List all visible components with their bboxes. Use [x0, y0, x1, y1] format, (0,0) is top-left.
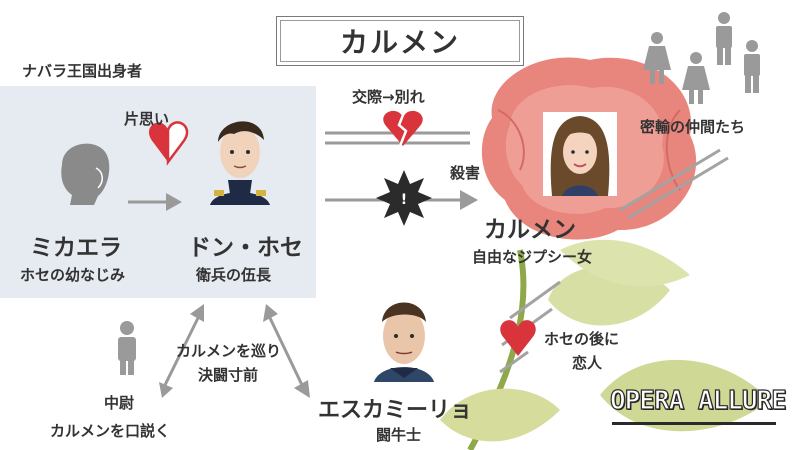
escamillo-jose-arrow: [263, 304, 310, 398]
heart-icon: [148, 121, 189, 166]
lieutenant-role: カルメンを口説く: [50, 422, 171, 440]
navarre-region-label: ナバラ王国出身者: [22, 62, 143, 80]
lieutenant-name: 中尉: [104, 394, 135, 412]
rose-leaves: [440, 239, 770, 442]
logo-underline: [612, 422, 776, 425]
heart-icon: [500, 320, 536, 356]
smugglers-icon: [643, 12, 760, 104]
later-lover-label-2: 恋人: [572, 354, 603, 372]
jose-role: 衛兵の伍長: [196, 266, 272, 284]
duel-near-label: 決闘寸前: [198, 366, 259, 384]
title-banner: カルメン: [276, 16, 524, 66]
svg-text:!: !: [401, 192, 407, 208]
murder-label: 殺害: [450, 164, 481, 182]
micaela-role: ホセの幼なじみ: [20, 266, 126, 284]
carmen-role: 自由なジプシー女: [472, 248, 593, 266]
broken-heart-icon: [383, 109, 423, 147]
carmen-name: カルメン: [484, 217, 576, 243]
lieutenant-jose-arrow: [159, 304, 204, 398]
escamillo-portrait: [374, 302, 434, 382]
escamillo-name: エスカミーリョ: [318, 398, 473, 423]
opera-allure-logo: OPERA ALLURE: [609, 385, 787, 416]
micaela-name: ミカエラ: [30, 235, 122, 261]
smugglers-label: 密輸の仲間たち: [640, 118, 746, 136]
over-carmen-label: カルメンを巡り: [176, 342, 282, 360]
explosion-icon: !: [376, 170, 432, 226]
micaela-icon: [61, 143, 110, 205]
carmen-portrait: [543, 112, 617, 196]
unrequited-label: 片思い: [124, 110, 170, 128]
micaela-to-jose-arrow: [128, 193, 182, 211]
escamillo-role: 闘牛士: [376, 426, 422, 444]
page-title: カルメン: [339, 26, 460, 59]
dating-breakup-label: 交際→別れ: [352, 88, 425, 106]
jose-portrait: [210, 121, 270, 205]
jose-name: ドン・ホセ: [188, 235, 303, 261]
later-lover-label-1: ホセの後に: [544, 330, 620, 348]
lieutenant-icon: [118, 321, 136, 375]
